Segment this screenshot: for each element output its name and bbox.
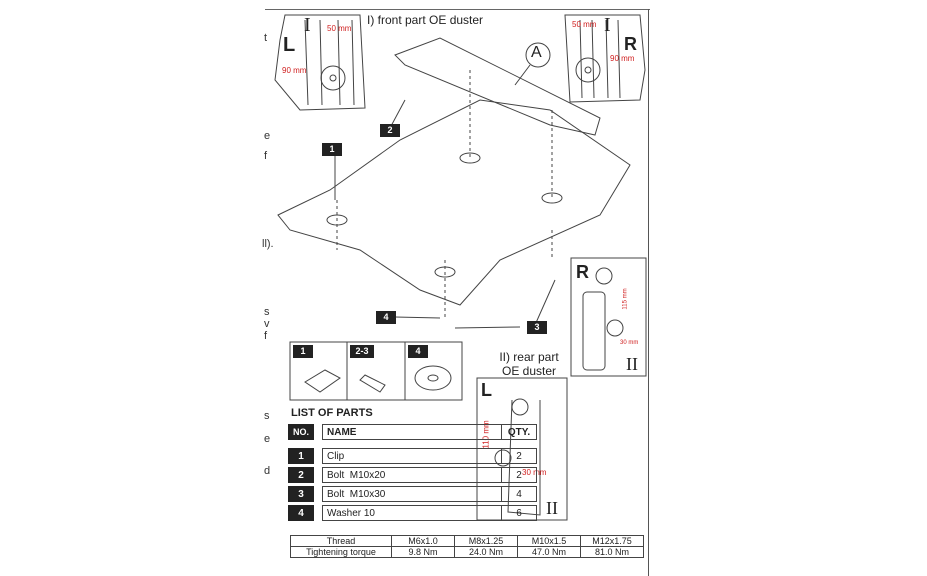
margin-fragment: v bbox=[264, 318, 270, 330]
rear-right-roman: II bbox=[626, 354, 638, 374]
rear-right-detail-box bbox=[570, 257, 647, 377]
part-qty: 6 bbox=[502, 505, 537, 521]
part-no: 3 bbox=[288, 486, 314, 502]
part-no: 4 bbox=[288, 505, 314, 521]
page-border-right bbox=[648, 9, 649, 576]
thread-value: M10x1.5 bbox=[517, 535, 581, 547]
header-qty: QTY. bbox=[502, 424, 537, 440]
front-left-dim-b: 90 mm bbox=[282, 66, 307, 75]
front-part-title: I) front part OE duster bbox=[367, 13, 484, 27]
thread-value: M6x1.0 bbox=[391, 535, 455, 547]
parts-row: 1 Clip 2 bbox=[288, 448, 537, 464]
parts-icon-label-2-3: 2-3 bbox=[350, 345, 374, 358]
part-no: 2 bbox=[288, 467, 314, 483]
part-name: Bolt M10x20 bbox=[322, 467, 502, 483]
thread-row: Thread M6x1.0 M8x1.25 M10x1.5 M12x1.75 bbox=[290, 535, 644, 547]
rear-part-title-1: II) rear part bbox=[499, 350, 559, 364]
torque-value: 81.0 Nm bbox=[580, 546, 644, 558]
parts-row: 3 Bolt M10x30 4 bbox=[288, 486, 537, 502]
rear-left-side-label: L bbox=[481, 380, 492, 400]
rear-right-side-label: R bbox=[576, 262, 589, 282]
part-name: Bolt M10x30 bbox=[322, 486, 502, 502]
margin-fragment: ll). bbox=[262, 238, 274, 250]
callout-1: 1 bbox=[322, 143, 342, 156]
torque-value: 47.0 Nm bbox=[517, 546, 581, 558]
front-left-side-label: L bbox=[283, 34, 296, 56]
rear-right-dim-b: 30 mm bbox=[620, 340, 639, 346]
margin-fragment: d bbox=[264, 465, 271, 477]
thread-label: Thread bbox=[290, 535, 392, 547]
parts-icon-label-1: 1 bbox=[293, 345, 313, 358]
rear-part-title-2: OE duster bbox=[501, 364, 557, 378]
part-qty: 4 bbox=[502, 486, 537, 502]
skid-plate bbox=[277, 99, 631, 306]
front-right-side-label: R bbox=[624, 34, 637, 54]
torque-label: Tightening torque bbox=[290, 546, 392, 558]
parts-icon-label-4: 4 bbox=[408, 345, 428, 358]
torque-value: 9.8 Nm bbox=[391, 546, 455, 558]
rear-right-dim-a: 115 mm bbox=[622, 288, 629, 310]
thread-value: M8x1.25 bbox=[454, 535, 518, 547]
header-name: NAME bbox=[322, 424, 502, 440]
part-name: Washer 10 bbox=[322, 505, 502, 521]
part-name: Clip bbox=[322, 448, 502, 464]
callout-2: 2 bbox=[380, 124, 400, 137]
margin-fragment: e bbox=[264, 130, 271, 142]
torque-value: 24.0 Nm bbox=[454, 546, 518, 558]
rear-left-dim-b: 30 mm bbox=[522, 468, 547, 477]
parts-icon-box bbox=[289, 341, 463, 401]
parts-list-title: LIST OF PARTS bbox=[291, 407, 373, 419]
callout-3: 3 bbox=[527, 321, 547, 334]
margin-fragment: s bbox=[264, 410, 270, 422]
front-left-dim-a: 50 mm bbox=[327, 24, 352, 33]
callout-a-circle bbox=[525, 42, 551, 68]
callout-a-label: A bbox=[531, 44, 542, 61]
front-right-roman: I bbox=[604, 14, 611, 36]
part-qty: 2 bbox=[502, 467, 537, 483]
margin-fragment: e bbox=[264, 433, 271, 445]
part-no: 1 bbox=[288, 448, 314, 464]
part-qty: 2 bbox=[502, 448, 537, 464]
parts-list-table: NO. NAME QTY. 1 Clip 2 2 Bolt M10x20 2 3… bbox=[288, 421, 537, 524]
parts-header-row: NO. NAME QTY. bbox=[288, 424, 537, 440]
front-left-roman: I bbox=[304, 14, 311, 36]
margin-fragment: s bbox=[264, 306, 270, 318]
torque-row: Tightening torque 9.8 Nm 24.0 Nm 47.0 Nm… bbox=[290, 546, 644, 558]
margin-fragment: f bbox=[264, 330, 268, 342]
callout-4: 4 bbox=[376, 311, 396, 324]
parts-row: 2 Bolt M10x20 2 bbox=[288, 467, 537, 483]
margin-fragment: t bbox=[264, 32, 268, 44]
page-border-top bbox=[265, 9, 650, 10]
crossbar-a bbox=[394, 37, 601, 136]
margin-fragment: f bbox=[264, 150, 268, 162]
parts-row: 4 Washer 10 6 bbox=[288, 505, 537, 521]
header-no: NO. bbox=[288, 424, 314, 440]
front-right-dim-a: 50 mm bbox=[572, 20, 597, 29]
front-right-dim-b: 90 mm bbox=[610, 54, 635, 63]
front-left-detail-outline bbox=[274, 14, 366, 111]
thread-value: M12x1.75 bbox=[580, 535, 644, 547]
torque-table: Thread M6x1.0 M8x1.25 M10x1.5 M12x1.75 T… bbox=[290, 535, 644, 558]
front-right-detail-outline bbox=[564, 14, 646, 103]
rear-left-roman: II bbox=[546, 498, 558, 518]
